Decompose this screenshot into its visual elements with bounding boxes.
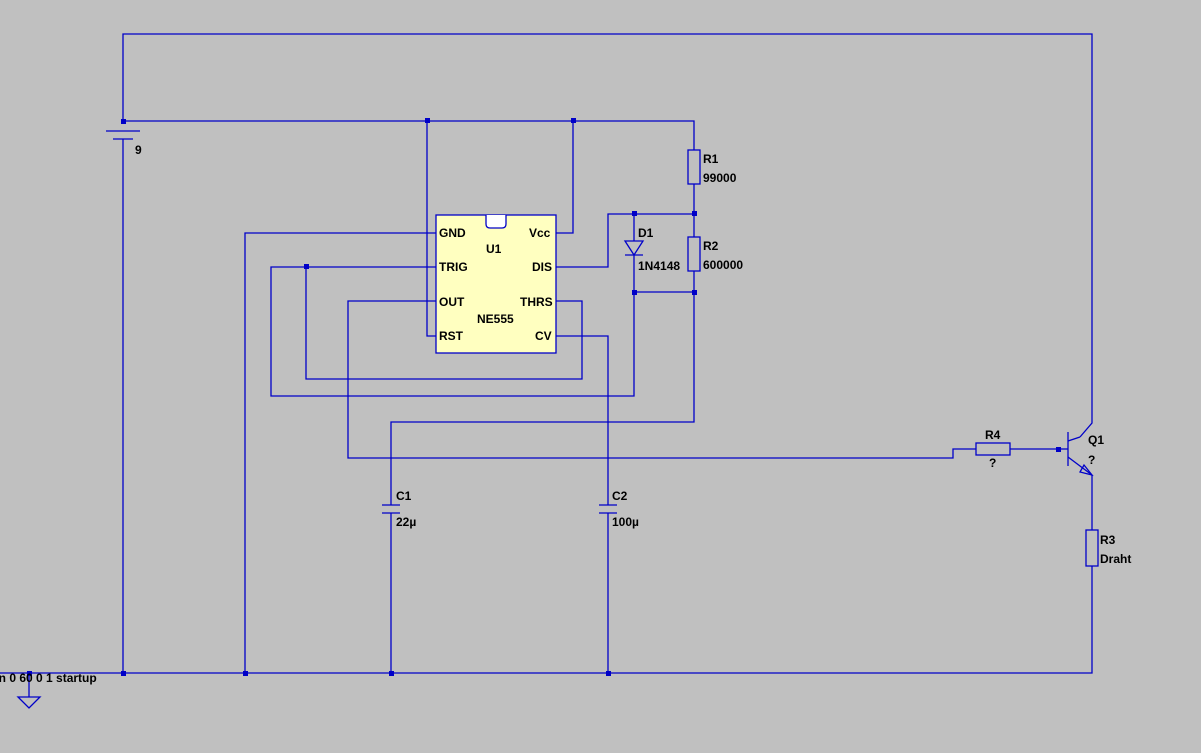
d1-ref: D1 [638,226,654,240]
ic-pin-gnd: GND [439,226,466,240]
wire-c1 [390,292,695,505]
wire-gnd-pin [244,232,437,673]
ic-pin-vcc: Vcc [529,226,551,240]
battery[interactable]: 9 [106,130,142,157]
ic-part: NE555 [477,312,514,326]
c2-ref: C2 [612,489,628,503]
transistor-q1[interactable]: Q1 ? [1058,432,1104,477]
wires [0,33,1093,674]
resistor-r4[interactable]: R4 ? [975,428,1011,470]
d1-value: 1N4148 [638,259,680,273]
ic-pin-trig: TRIG [439,260,468,274]
resistor-r3[interactable]: R3 Draht [1085,529,1131,567]
ic-pin-rst: RST [439,329,464,343]
battery-value: 9 [135,143,142,157]
c1-ref: C1 [396,489,412,503]
r2-ref: R2 [703,239,719,253]
ic-pin-out: OUT [439,295,465,309]
diode-d1[interactable]: D1 1N4148 [623,226,680,273]
ic-ref: U1 [486,242,502,256]
resistor-r1[interactable]: R1 99000 [687,149,737,185]
r4-ref: R4 [985,428,1001,442]
wire-out-to-r4 [347,300,976,459]
resistor-r2[interactable]: R2 600000 [687,236,743,272]
r1-ref: R1 [703,152,719,166]
wire-ground-rail [0,566,1093,674]
wire-cv [556,335,609,505]
r4-value: ? [989,456,996,470]
ground-icon[interactable] [16,673,42,709]
wire-trig-outer [270,266,635,397]
wire-trig-inner [305,267,583,380]
r1-value: 99000 [703,171,737,185]
r3-value: Draht [1100,552,1131,566]
q1-ref: Q1 [1088,433,1104,447]
wire-vcc-pin [556,121,574,234]
c2-value: 100µ [612,515,639,529]
ic-u1[interactable]: U1 NE555 GND TRIG OUT RST Vcc DIS THRS C… [435,214,557,354]
sim-directive[interactable]: an 0 60 0 1 startup [0,671,97,685]
c1-value: 22µ [396,515,416,529]
r2-value: 600000 [703,258,743,272]
wire-rst [426,121,437,337]
wire-top-loop [122,33,1093,438]
q1-value: ? [1088,453,1095,467]
capacitor-c2[interactable]: C2 100µ [599,489,639,529]
wire-dis [556,213,694,268]
ic-pin-dis: DIS [532,260,552,274]
wire-vcc-rail [123,120,695,150]
capacitor-c1[interactable]: C1 22µ [382,489,416,529]
junctions [27,118,1061,676]
ic-pin-cv: CV [535,329,552,343]
r3-ref: R3 [1100,533,1116,547]
ic-pin-thrs: THRS [520,295,553,309]
